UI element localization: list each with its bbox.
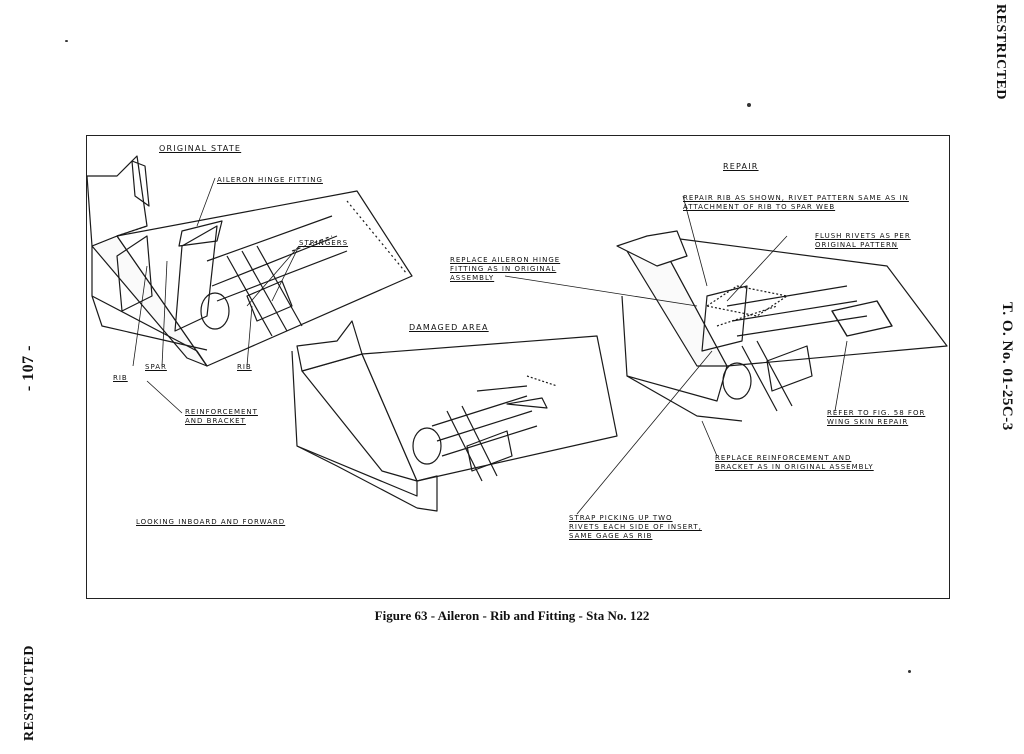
label-aileron-hinge-fitting: AILERON HINGE FITTING (217, 176, 323, 184)
label-rib-right: RIB (237, 363, 252, 371)
label-replace-reinforcement-line1: REPLACE REINFORCEMENT AND (715, 454, 852, 462)
label-repair-rib-line1: REPAIR RIB AS SHOWN, RIVET PATTERN SAME … (683, 194, 909, 202)
page-number: - 107 - (20, 345, 37, 392)
view-title-repair: REPAIR (723, 162, 759, 171)
label-strap-line1: STRAP PICKING UP TWO (569, 514, 673, 522)
scan-speck (65, 40, 68, 42)
label-strap-line3: SAME GAGE AS RIB (569, 532, 653, 540)
view-title-original-state: ORIGINAL STATE (159, 144, 242, 153)
label-refer-fig-line1: REFER TO FIG. 58 FOR (827, 409, 926, 417)
repair-drawing (616, 230, 948, 422)
label-flush-rivets-line2: ORIGINAL PATTERN (815, 241, 899, 249)
label-rib-left: RIB (113, 374, 128, 382)
label-looking-direction: LOOKING INBOARD AND FORWARD (136, 518, 286, 526)
label-spar: SPAR (145, 363, 167, 371)
scan-speck (747, 103, 751, 107)
label-replace-hinge-line3: ASSEMBLY (450, 274, 495, 282)
tech-order-number: T. O. No. 01-25C-3 (999, 302, 1015, 431)
figure-caption: Figure 63 - Aileron - Rib and Fitting - … (374, 608, 650, 623)
leader-lines (132, 177, 848, 515)
label-repair-rib-line2: ATTACHMENT OF RIB TO SPAR WEB (683, 203, 836, 211)
label-replace-reinforcement-line2: BRACKET AS IN ORIGINAL ASSEMBLY (715, 463, 874, 471)
label-stringers: STRINGERS (299, 239, 349, 247)
label-refer-fig-line2: WING SKIN REPAIR (827, 418, 909, 426)
restricted-header: RESTRICTED (993, 4, 1008, 101)
label-replace-hinge-line2: FITTING AS IN ORIGINAL (450, 265, 557, 273)
aileron-illustration (87, 155, 948, 515)
label-flush-rivets-line1: FLUSH RIVETS AS PER (815, 232, 911, 240)
label-strap-line2: RIVETS EACH SIDE OF INSERT, (569, 523, 702, 531)
label-reinforcement-line2: AND BRACKET (185, 417, 246, 425)
view-title-damaged-area: DAMAGED AREA (409, 323, 489, 332)
label-reinforcement-line1: REINFORCEMENT (185, 408, 258, 416)
scan-speck (908, 670, 911, 673)
damaged-area-drawing (291, 320, 618, 512)
original-state-drawing (87, 155, 413, 367)
restricted-footer: RESTRICTED (22, 645, 37, 742)
label-replace-hinge-line1: REPLACE AILERON HINGE (450, 256, 561, 264)
figure-frame: ORIGINAL STATE DAMAGED AREA REPAIR AILER… (86, 135, 950, 599)
